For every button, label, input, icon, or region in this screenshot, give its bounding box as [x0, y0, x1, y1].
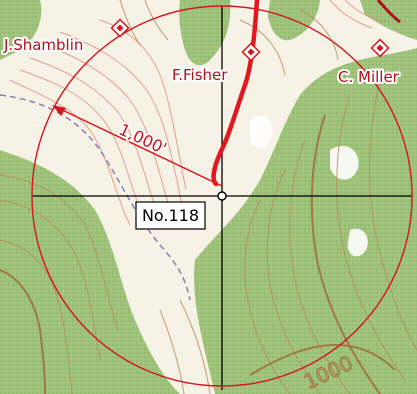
- radius-circle: [31, 5, 413, 387]
- landowner-marker-shamblin[interactable]: [110, 18, 130, 38]
- landowner-marker-miller[interactable]: [370, 38, 390, 58]
- well-symbol-icon: [217, 191, 227, 201]
- landowner-label-fisher: F.Fisher: [172, 66, 228, 84]
- landowner-marker-fisher[interactable]: [241, 42, 261, 62]
- radius-arrowhead: [52, 105, 66, 116]
- diamond-marker-dot-icon: [376, 44, 384, 52]
- dashed-trail: [0, 94, 191, 301]
- landowner-label-miller: C. Miller: [338, 68, 400, 86]
- diamond-marker-dot-icon: [247, 48, 255, 56]
- well-label-box: [135, 201, 206, 230]
- radius-line: [57, 107, 223, 187]
- landowner-label-shamblin: J.Shamblin: [3, 36, 83, 54]
- red-boundary-segment: [376, 0, 401, 24]
- well-label: No.118: [142, 206, 199, 225]
